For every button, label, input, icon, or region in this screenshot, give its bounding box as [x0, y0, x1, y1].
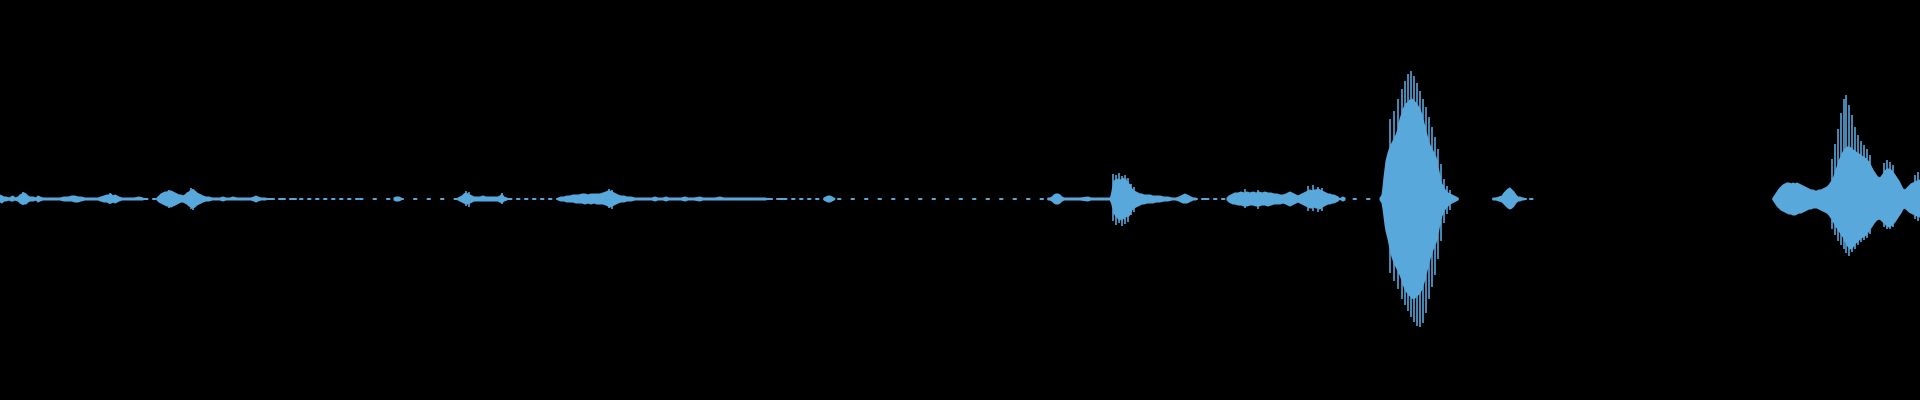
- waveform-spikes: [22, 71, 1919, 327]
